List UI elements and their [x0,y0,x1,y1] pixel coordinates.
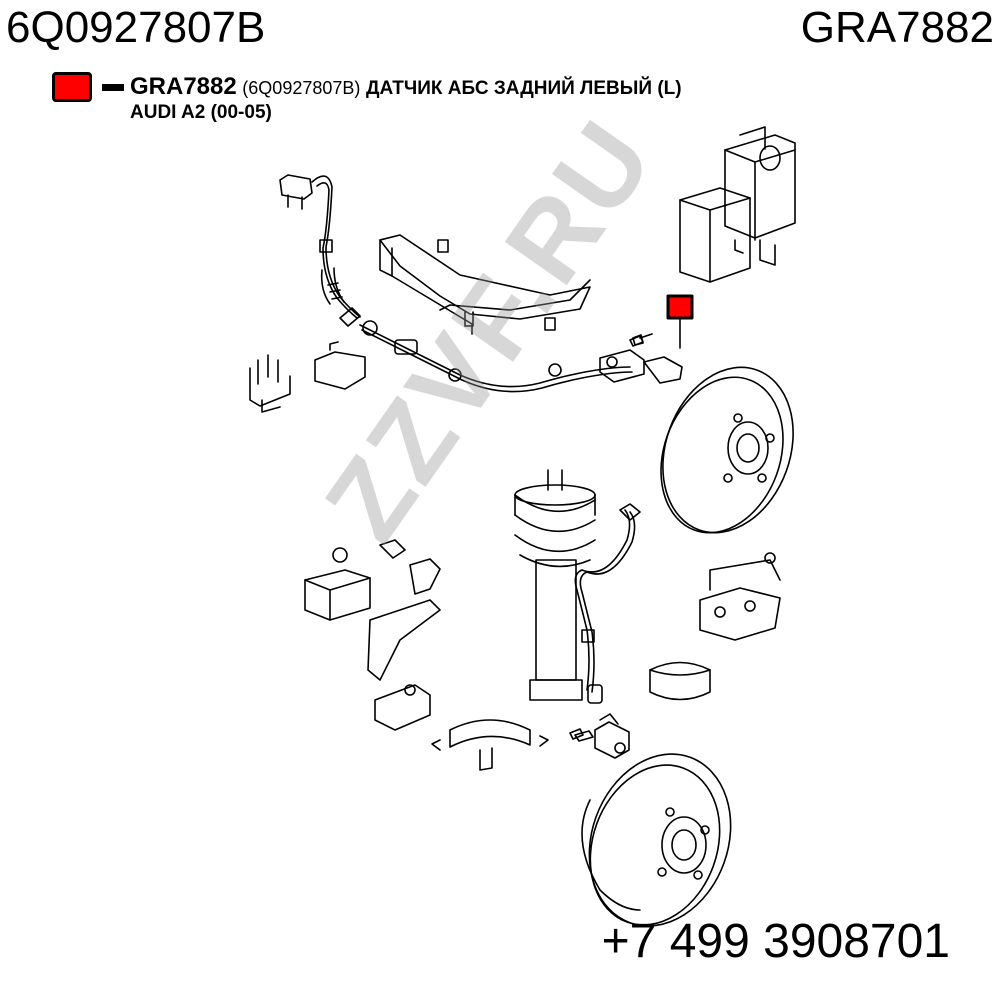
brake-disc-icon [660,366,794,534]
bracket-icon [304,539,441,731]
rubber-cap-icon [649,661,711,701]
legend-line: GRA7882 (6Q0927807B) ДАТЧИК АБС ЗАДНИЙ Л… [130,72,682,104]
legend: GRA7882 (6Q0927807B) ДАТЧИК АБС ЗАДНИЙ Л… [52,68,952,128]
abs-sensor-icon [574,713,630,759]
rear-sensor-marker [666,294,694,320]
cable-icon [279,174,633,393]
legend-marker-swatch [52,72,92,102]
bolt-icon [569,333,653,740]
shock-absorber-icon [514,469,596,701]
oem-number: 6Q0927807B [6,3,266,52]
bracket-icon [249,341,366,413]
control-arm-icon [379,234,591,335]
phone-number: +7 499 3908701 [601,915,950,968]
part-code: GRA7882 [800,3,994,52]
legend-dash [102,84,124,91]
legend-description: ДАТЧИК АБС ЗАДНИЙ ЛЕВЫЙ (L) [365,78,682,99]
front-sensor-cable-icon [574,503,641,704]
abs-unit-icon [679,126,796,283]
legend-part-code: GRA7882 [130,73,237,100]
legend-oem-number: (6Q0927807B) [242,78,361,98]
clamp-icon [431,719,549,771]
legend-vehicle: AUDI A2 (00-05) [130,102,272,123]
brake-disc-icon [581,753,732,927]
abs-unit-icon [699,552,781,641]
